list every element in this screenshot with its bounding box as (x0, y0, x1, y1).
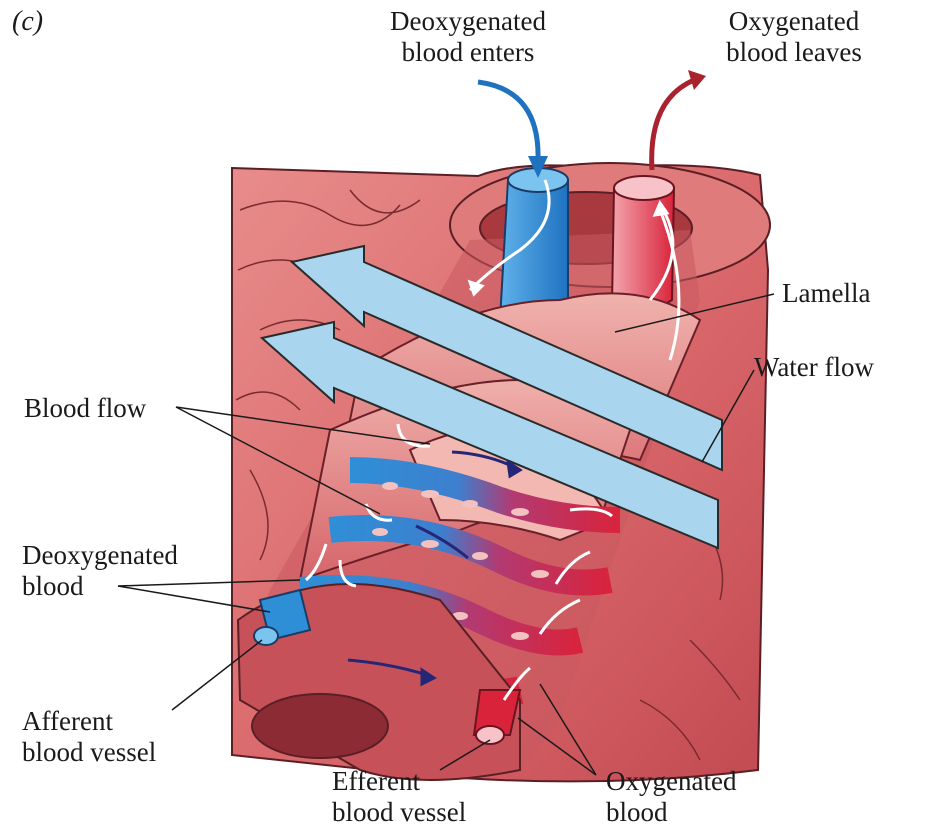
label-line: Oxygenated (704, 6, 884, 37)
label-line: Blood flow (24, 393, 146, 424)
label-deoxygenated-blood: Deoxygenated blood (22, 540, 178, 602)
label-line: blood (22, 571, 178, 602)
label-oxygenated-blood: Oxygenated blood (606, 766, 736, 828)
label-water-flow: Water flow (754, 352, 874, 383)
label-afferent-blood-vessel: Afferent blood vessel (22, 706, 156, 768)
label-line: blood enters (366, 37, 570, 68)
oxygenated-outflow-vessel (612, 176, 674, 311)
panel-label: (c) (12, 6, 43, 38)
label-lamella: Lamella (782, 278, 870, 309)
label-line: blood vessel (22, 737, 156, 768)
label-line: Deoxygenated (22, 540, 178, 571)
outflow-arrow (652, 70, 706, 170)
label-efferent-blood-vessel: Efferent blood vessel (332, 766, 466, 828)
label-line: blood vessel (332, 797, 466, 828)
label-line: Efferent (332, 766, 466, 797)
label-deoxygenated-blood-enters: Deoxygenated blood enters (366, 6, 570, 68)
label-line: blood leaves (704, 37, 884, 68)
label-blood-flow: Blood flow (24, 393, 146, 424)
label-line: Deoxygenated (366, 6, 570, 37)
label-line: Lamella (782, 278, 870, 309)
label-line: Afferent (22, 706, 156, 737)
label-line: Water flow (754, 352, 874, 383)
label-oxygenated-blood-leaves: Oxygenated blood leaves (704, 6, 884, 68)
label-line: blood (606, 797, 736, 828)
label-line: Oxygenated (606, 766, 736, 797)
inflow-arrow (478, 82, 548, 178)
